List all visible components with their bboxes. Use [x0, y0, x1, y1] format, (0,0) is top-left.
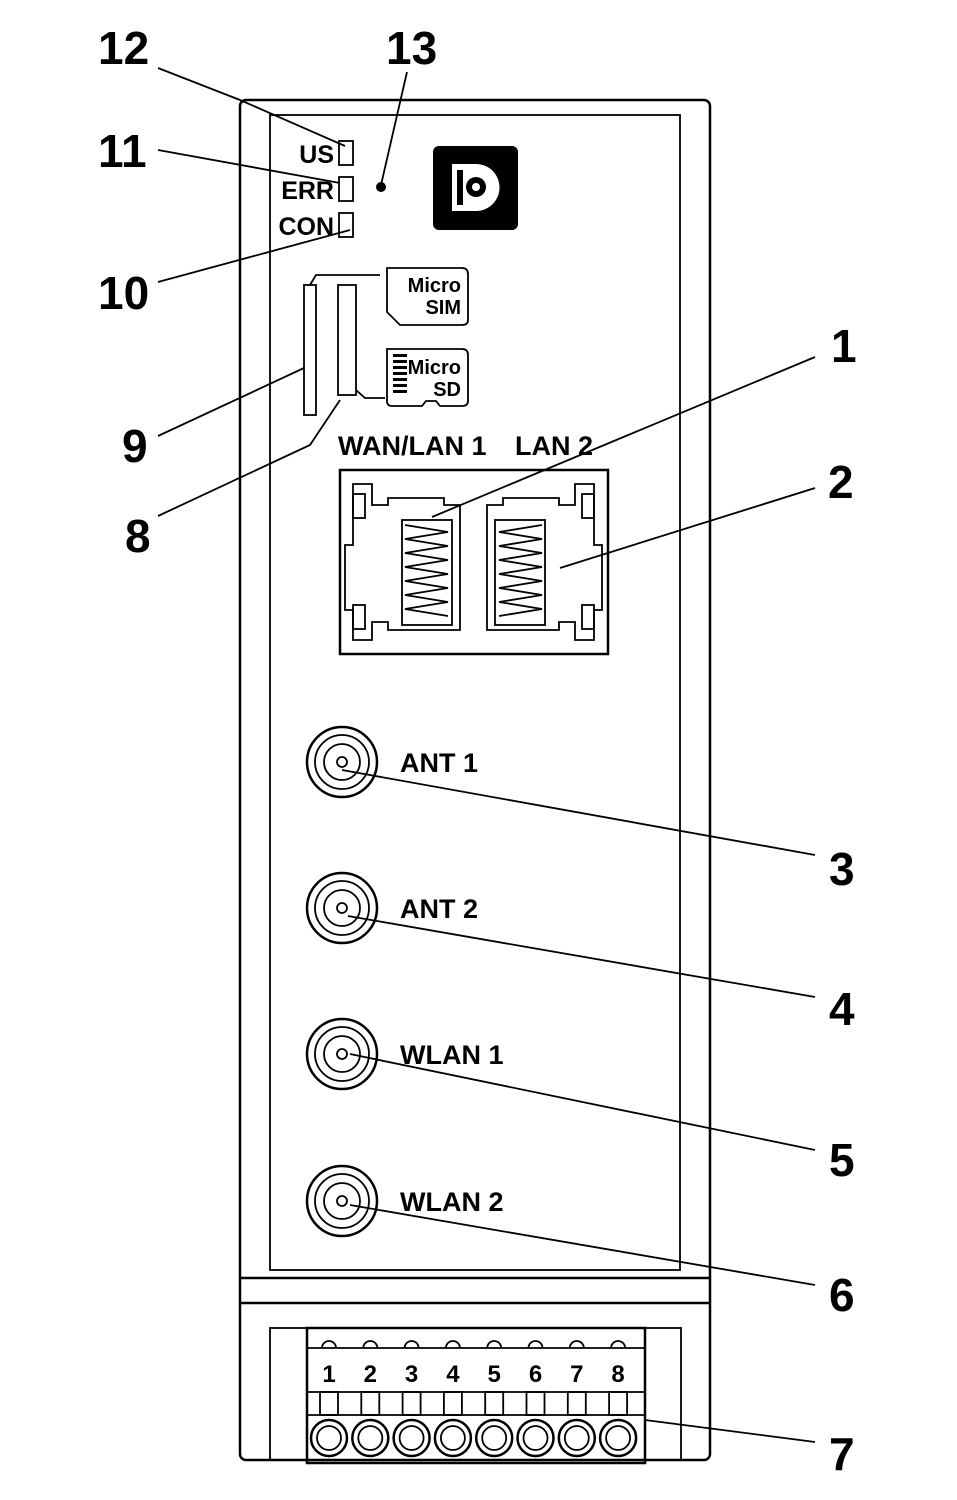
led-err: ERR — [281, 176, 354, 205]
callout-12: 12 — [98, 22, 149, 74]
led-err-indicator — [338, 176, 354, 202]
wlan2-label: WLAN 2 — [400, 1187, 504, 1217]
terminal-6[interactable]: 6 — [516, 1340, 555, 1458]
leader-6 — [349, 1204, 816, 1286]
callout-11: 11 — [98, 125, 147, 177]
leader-8 — [157, 399, 341, 517]
port2-contacts — [498, 524, 543, 617]
terminal-number: 6 — [529, 1361, 542, 1388]
terminal-3[interactable]: 3 — [392, 1340, 431, 1458]
terminal-number: 4 — [446, 1361, 460, 1388]
terminal-number: 3 — [405, 1361, 418, 1388]
micro-sd-line1: Micro — [408, 357, 461, 379]
leader-2 — [559, 487, 816, 569]
terminal-2[interactable]: 2 — [351, 1340, 390, 1458]
callout-9: 9 — [122, 420, 148, 472]
ant2-label: ANT 2 — [400, 894, 478, 924]
micro-sd-line2: SD — [433, 379, 461, 401]
antenna-connector-wlan2[interactable] — [305, 1164, 379, 1238]
housing-outer — [238, 98, 712, 1462]
terminal-number: 2 — [364, 1361, 377, 1388]
micro-sd-contacts — [393, 354, 407, 393]
terminal-1[interactable]: 1 — [309, 1340, 349, 1458]
terminal-number: 7 — [570, 1361, 583, 1388]
terminal-number: 8 — [611, 1361, 624, 1388]
rj45-port-lan2[interactable] — [486, 483, 603, 641]
rj45-port-wan-lan1[interactable] — [344, 483, 461, 641]
callout-10: 10 — [98, 267, 149, 319]
leader-4 — [347, 915, 816, 998]
led-con: CON — [278, 212, 354, 241]
front-panel — [269, 114, 681, 1271]
led-us-indicator — [338, 140, 354, 166]
leader-5 — [349, 1053, 816, 1151]
leader-13 — [380, 71, 408, 186]
led-con-indicator — [338, 212, 354, 238]
terminal-5[interactable]: 5 — [474, 1340, 514, 1458]
micro-sim-icon: Micro SIM — [386, 267, 469, 326]
port1-contacts — [404, 524, 449, 617]
leader-3 — [341, 769, 816, 856]
antenna-connector-wlan1[interactable] — [305, 1017, 379, 1091]
callout-4: 4 — [829, 983, 855, 1035]
terminal-block: 1 2 3 4 5 6 7 8 — [269, 1326, 682, 1465]
sim-card-slot[interactable] — [303, 284, 317, 416]
terminal-number: 1 — [322, 1361, 335, 1388]
leader-7 — [644, 1419, 816, 1443]
led-err-label: ERR — [281, 177, 334, 205]
antenna-connector-ant2[interactable] — [305, 871, 379, 945]
antenna-connector-ant1[interactable] — [305, 725, 379, 799]
slot-bracket-sim — [309, 274, 380, 286]
callout-5: 5 — [829, 1134, 855, 1186]
slot-bracket-sd — [355, 389, 385, 399]
callout-8: 8 — [125, 510, 151, 562]
micro-sim-line1: Micro — [408, 275, 461, 297]
callout-2: 2 — [828, 456, 854, 508]
sd-card-slot[interactable] — [337, 284, 357, 396]
leader-10 — [157, 229, 351, 283]
wlan1-label: WLAN 1 — [400, 1040, 504, 1070]
callout-numbers: 12 13 11 10 9 8 1 2 3 4 5 6 7 — [98, 22, 857, 1480]
led-us-label: US — [299, 141, 334, 169]
callout-13: 13 — [386, 22, 437, 74]
terminal-7[interactable]: 7 — [557, 1340, 597, 1458]
led-us: US — [299, 140, 354, 169]
callout-7: 7 — [829, 1428, 855, 1480]
manufacturer-logo — [433, 146, 518, 230]
leader-1 — [431, 356, 816, 518]
leader-9 — [157, 367, 305, 437]
ethernet-block — [338, 468, 610, 656]
leader-12 — [157, 67, 346, 147]
lan2-label: LAN 2 — [515, 431, 593, 461]
wan-lan1-label: WAN/LAN 1 — [338, 431, 487, 461]
terminal-4[interactable]: 4 — [433, 1340, 473, 1458]
leader-11 — [157, 149, 341, 184]
callout-1: 1 — [831, 320, 857, 372]
ant1-label: ANT 1 — [400, 748, 478, 778]
terminal-8[interactable]: 8 — [598, 1340, 638, 1458]
terminal-number: 5 — [488, 1361, 501, 1388]
micro-sim-line2: SIM — [425, 297, 461, 319]
micro-sd-icon: Micro SD — [386, 348, 469, 407]
terminal-screws: 1 2 3 4 5 6 7 8 — [309, 1340, 638, 1458]
reset-button[interactable] — [376, 182, 386, 192]
leader-lines — [157, 67, 816, 1443]
callout-6: 6 — [829, 1269, 855, 1321]
callout-3: 3 — [829, 843, 855, 895]
